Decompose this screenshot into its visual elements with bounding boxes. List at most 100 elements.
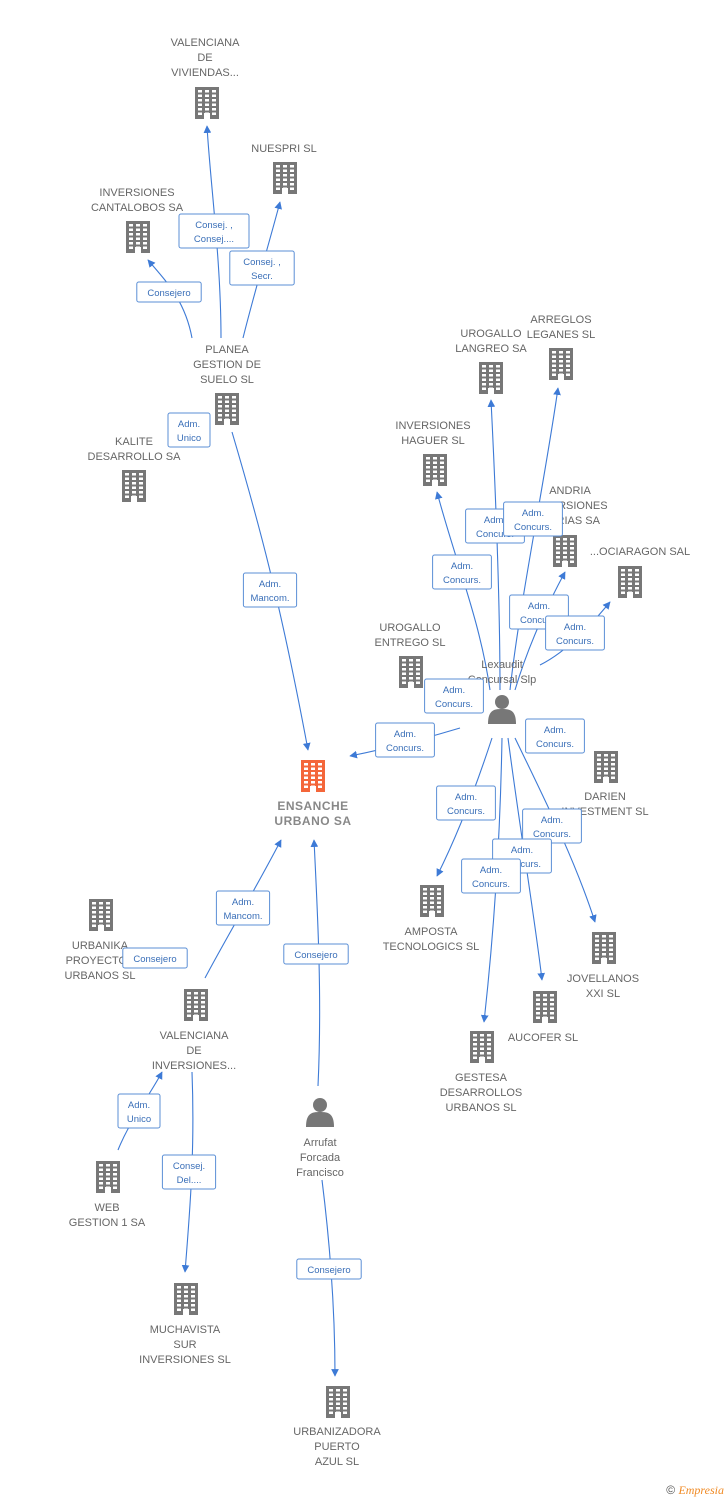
edge-label-text: Adm. <box>480 865 502 876</box>
node-valenciana_inversiones[interactable]: VALENCIANADEINVERSIONES... <box>152 989 236 1072</box>
edge-label-text: Concurs. <box>514 522 552 533</box>
edge-label-planea-to-nuespri[interactable]: Consej. ,Secr. <box>229 250 295 286</box>
edge-arrufat-to-urbanizadora <box>321 1179 339 1377</box>
edge-label-text: Adm. <box>394 729 416 740</box>
edge-label-text: Unico <box>127 1114 151 1125</box>
building-icon <box>420 885 444 917</box>
person-icon <box>488 695 516 724</box>
edge-label-lexaudit-to-amposta[interactable]: Adm.Concurs. <box>436 785 496 821</box>
edge-label-arrufat-to-ensanche[interactable]: Consejero <box>283 943 349 965</box>
edge-label-lexaudit-to-ociaragon[interactable]: Adm.Concurs. <box>545 615 605 651</box>
edge-label-planea-to-kalite[interactable]: Adm.Unico <box>167 412 211 448</box>
building-icon <box>399 656 423 688</box>
node-label: VALENCIANA <box>160 1030 230 1042</box>
node-label: URBANO SA <box>274 814 351 828</box>
edge-label-lexaudit-to-haguer[interactable]: Adm.Concurs. <box>432 554 492 590</box>
building-icon <box>273 162 297 194</box>
node-label: INVESTMENT SL <box>561 806 648 818</box>
node-label: ENSANCHE <box>277 799 348 813</box>
node-label: GESTESA <box>455 1072 508 1084</box>
node-label: SUELO SL <box>200 374 254 386</box>
node-label: INVERSIONES SL <box>139 1354 231 1366</box>
node-label: PROYECTOS <box>66 955 135 967</box>
edge-label-text: Adm. <box>511 845 533 856</box>
node-label: PLANEA <box>205 344 249 356</box>
edge-label-box <box>122 947 188 969</box>
edge-label-box <box>461 858 521 894</box>
node-label: URBANIKA <box>72 940 129 952</box>
node-label: INVERSIONES <box>99 187 174 199</box>
edge-label-box <box>424 678 484 714</box>
node-nuespri[interactable]: NUESPRI SL <box>251 143 317 194</box>
edge-label-lexaudit-to-jovellanos[interactable]: Adm.Concurs. <box>522 808 582 844</box>
edge-label-lexaudit-to-gestesa[interactable]: Adm. Concurs. <box>461 858 521 894</box>
copyright-icon: © <box>666 1483 676 1497</box>
node-label: TECNOLOGICS SL <box>383 941 480 953</box>
building-icon <box>215 393 239 425</box>
edge-lexaudit-to-urogallo_langreo <box>487 399 501 691</box>
node-label: Lexaudit <box>481 659 523 671</box>
node-valenciana_viviendas[interactable]: VALENCIANADEVIVIENDAS... <box>171 37 241 119</box>
node-label: LANGREO SA <box>455 343 527 355</box>
node-ociaragon[interactable]: ...OCIARAGON SAL <box>590 546 690 598</box>
node-darien[interactable]: DARIEN INVESTMENT SL <box>561 751 649 818</box>
node-urogallo_langreo[interactable]: UROGALLO LANGREO SA <box>455 328 527 394</box>
edge-label-planea-to-cantalobos[interactable]: Consejero <box>136 281 202 303</box>
edge-lexaudit-to-haguer <box>435 491 491 691</box>
building-icon <box>96 1161 120 1193</box>
edge-label-box <box>436 785 496 821</box>
edge-label-lexaudit-to-urogallo_entrego[interactable]: Adm.Concurs. <box>424 678 484 714</box>
node-label: HAGUER SL <box>401 435 465 447</box>
node-label: AUCOFER SL <box>508 1032 578 1044</box>
edge-label-planea-to-valenciana_viviendas[interactable]: Consej. ,Consej.... <box>178 213 250 249</box>
edge-label-arrufat-to-urbanizadora[interactable]: Consejero <box>296 1258 362 1280</box>
edge-label-web_gestion-to-valenciana_inversiones[interactable]: Adm. Unico <box>117 1093 161 1129</box>
edge-label-lexaudit-to-darien[interactable]: Adm.Concurs. <box>525 718 585 754</box>
edge-label-valenciana_inversiones-to-muchavista[interactable]: Consej.Del.... <box>161 1154 217 1190</box>
node-label: KALITE <box>115 436 153 448</box>
node-label: UROGALLO <box>460 328 522 340</box>
edge-label-text: Adm. <box>128 1100 150 1111</box>
edge-label-text: Concurs. <box>536 739 574 750</box>
edge-label-text: Concurs. <box>386 743 424 754</box>
edge-label-valenciana_inversiones-to-urbanika[interactable]: Consejero <box>122 947 188 969</box>
node-label: AZUL SL <box>315 1456 359 1468</box>
edge-label-text: Consej. , <box>243 257 281 268</box>
edge-label-box <box>136 281 202 303</box>
edge-label-box <box>178 213 250 249</box>
edge-label-box <box>161 1154 217 1190</box>
edge-label-text: Concurs. <box>472 879 510 890</box>
node-label: GESTION 1 SA <box>69 1217 146 1229</box>
edge-label-text: Concurs. <box>443 575 481 586</box>
edge-label-valenciana_inversiones-to-ensanche[interactable]: Adm.Mancom. <box>215 890 271 926</box>
edge-label-lexaudit-to-arreglos[interactable]: Adm.Concurs. <box>503 501 563 537</box>
building-icon <box>549 348 573 380</box>
person-icon <box>306 1098 334 1127</box>
node-amposta[interactable]: AMPOSTA TECNOLOGICS SL <box>383 885 480 953</box>
node-label: UROGALLO <box>379 622 441 634</box>
edge-label-text: Adm. <box>484 515 506 526</box>
node-aucofer[interactable]: AUCOFER SL <box>508 991 578 1044</box>
edge-label-text: Adm. <box>443 685 465 696</box>
node-label: AMPOSTA <box>405 926 459 938</box>
edge-label-lexaudit-to-ensanche[interactable]: Adm. Concurs. <box>375 722 435 758</box>
edge-label-planea-to-ensanche[interactable]: Adm.Mancom. <box>242 572 298 608</box>
edge-label-box <box>375 722 435 758</box>
edge-label-text: Consej.... <box>194 234 234 245</box>
node-label: DARIEN <box>584 791 626 803</box>
